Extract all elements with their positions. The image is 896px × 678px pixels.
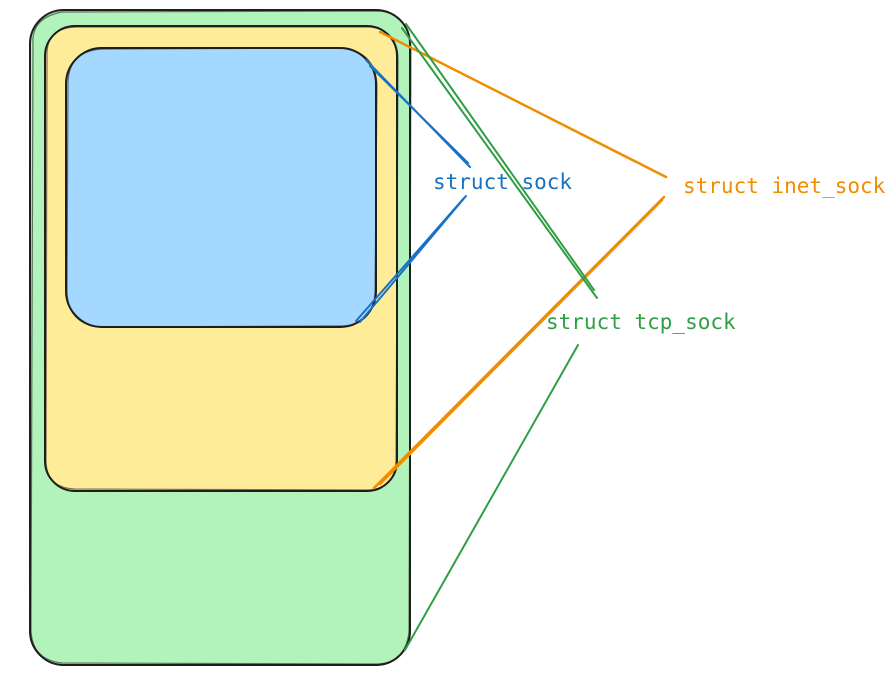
sock-label: struct sock: [433, 170, 572, 194]
sock-box: [65, 47, 378, 328]
inet-sock-label: struct inet_sock: [683, 174, 886, 198]
sock-connector-lines: [355, 59, 471, 323]
tcp-sock-label: struct tcp_sock: [546, 310, 736, 334]
tcp-sock-connector-lines: [401, 23, 598, 651]
inet-sock-connector-lines: [372, 30, 668, 490]
